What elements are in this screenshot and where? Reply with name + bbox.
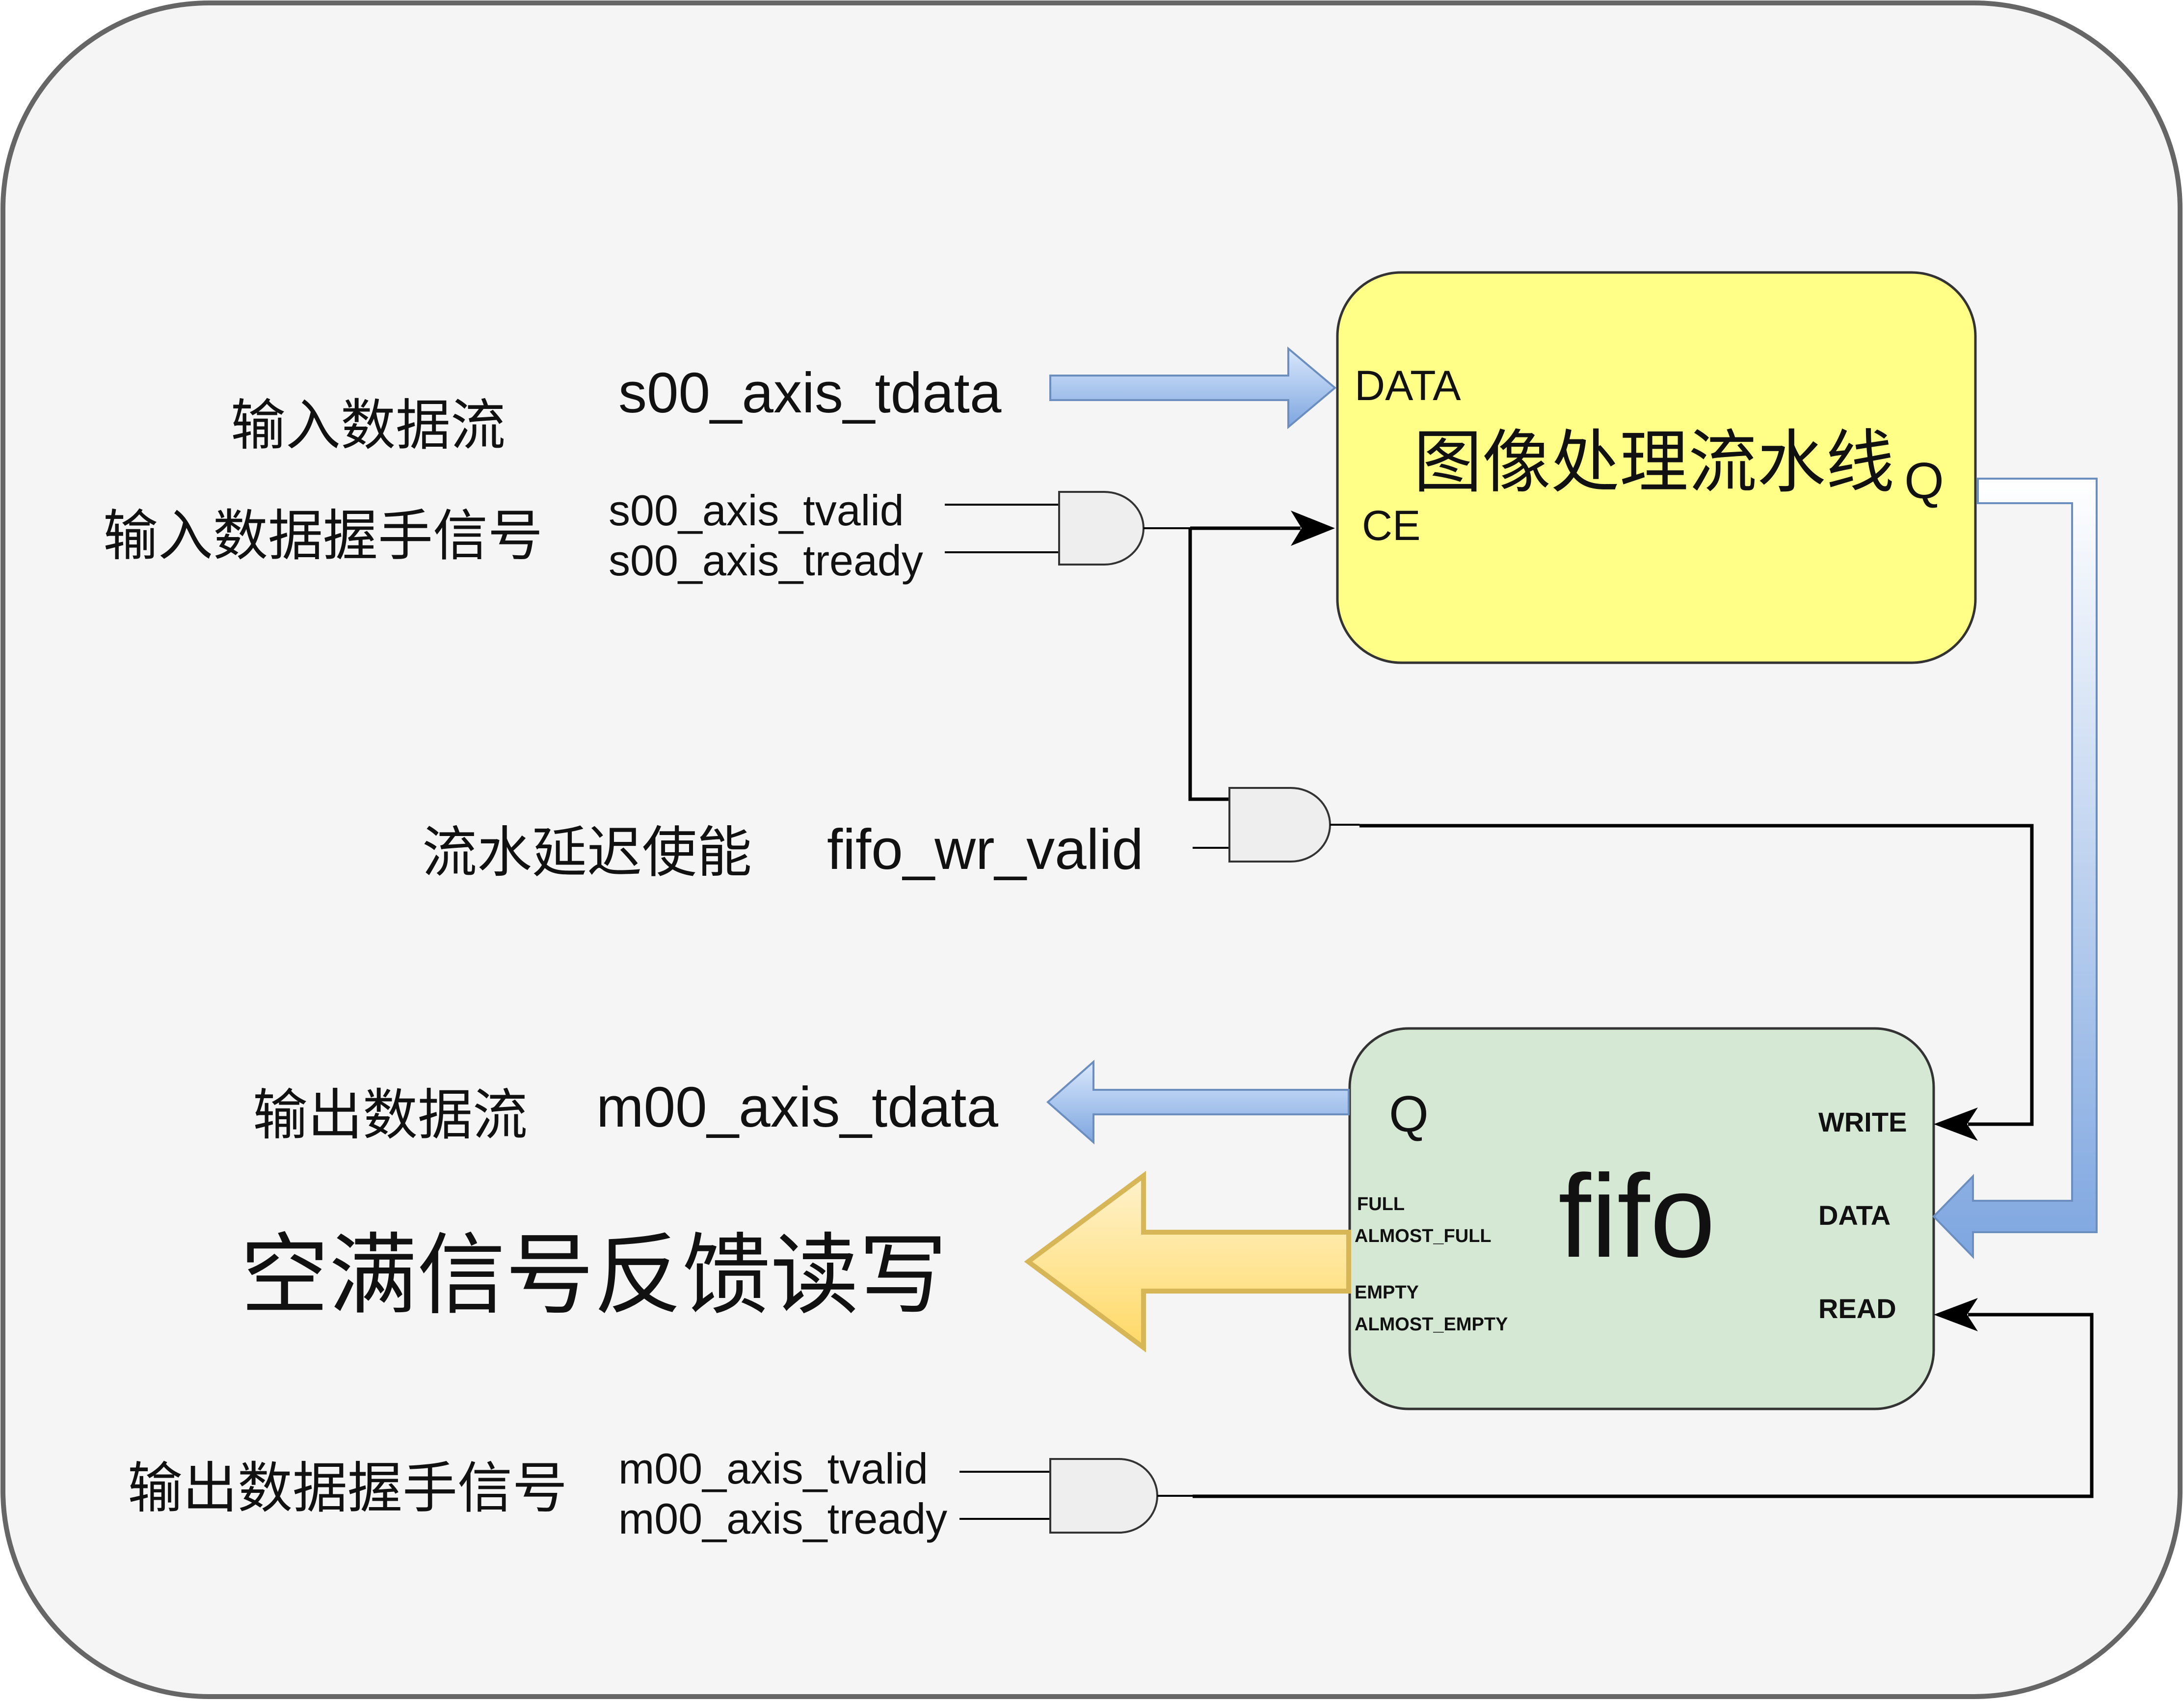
- fifo-flag-almost-empty: ALMOST_EMPTY: [1355, 1314, 1508, 1335]
- wire-to-fifo-write: [1359, 824, 2034, 1126]
- fifo-port-q: Q: [1389, 1086, 1429, 1143]
- output-handshake-label: 输出数据握手信号: [128, 1457, 567, 1520]
- pipeline-box: [1336, 271, 1977, 664]
- fifo-flag-empty: EMPTY: [1355, 1282, 1419, 1303]
- pipeline-port-q: Q: [1904, 453, 1944, 510]
- fifo-title: fifo: [1558, 1150, 1715, 1282]
- fifo-port-write: WRITE: [1818, 1107, 1907, 1137]
- wire-ce-loop: [1188, 528, 1232, 801]
- and-gate-delay: [1228, 787, 1331, 863]
- delay-enable-signal: fifo_wr_valid: [827, 817, 1144, 881]
- output-tready-signal: m00_axis_tready: [618, 1494, 947, 1543]
- and-gate-input-handshake: [1058, 491, 1145, 566]
- fifo-flag-almost-full: ALMOST_FULL: [1355, 1226, 1492, 1246]
- output-tvalid-signal: m00_axis_tvalid: [618, 1444, 928, 1493]
- fifo-port-read: READ: [1818, 1293, 1896, 1324]
- pipeline-block: DATA 图像处理流水线 Q CE: [1336, 271, 1977, 664]
- feedback-arrow: [1024, 1171, 1351, 1352]
- and-gate-output-handshake: [1049, 1458, 1158, 1534]
- fifo-output-data-arrow: [1046, 1059, 1350, 1145]
- fifo-block: Q fifo FULL ALMOST_FULL EMPTY ALMOST_EMP…: [1348, 1027, 1935, 1410]
- input-tvalid-signal: s00_axis_tvalid: [609, 486, 904, 535]
- pipeline-port-ce: CE: [1362, 502, 1420, 549]
- wire-to-fifo-read: [1193, 1313, 2094, 1498]
- fifo-flag-full: FULL: [1357, 1194, 1405, 1215]
- input-stream-signal: s00_axis_tdata: [618, 361, 1002, 425]
- pipeline-title: 图像处理流水线: [1413, 423, 1894, 503]
- output-stream-signal: m00_axis_tdata: [596, 1075, 998, 1139]
- write-arrowhead: [1934, 1107, 1978, 1141]
- input-stream-label: 输入数据流: [231, 394, 506, 458]
- fifo-port-data: DATA: [1818, 1200, 1891, 1231]
- read-arrowhead: [1934, 1298, 1978, 1331]
- input-handshake-label: 输入数据握手信号: [103, 504, 543, 568]
- pipeline-to-fifo-data-arrow: [1932, 478, 2098, 1259]
- feedback-label: 空满信号反馈读写: [240, 1224, 947, 1327]
- pipeline-port-data: DATA: [1355, 362, 1461, 409]
- ce-arrowhead: [1291, 511, 1335, 546]
- delay-enable-label: 流水延迟使能: [422, 821, 752, 885]
- output-stream-label: 输出数据流: [253, 1083, 528, 1147]
- fifo-box: [1348, 1027, 1935, 1410]
- input-data-arrow: [1049, 346, 1337, 430]
- input-tready-signal: s00_axis_tready: [609, 536, 923, 585]
